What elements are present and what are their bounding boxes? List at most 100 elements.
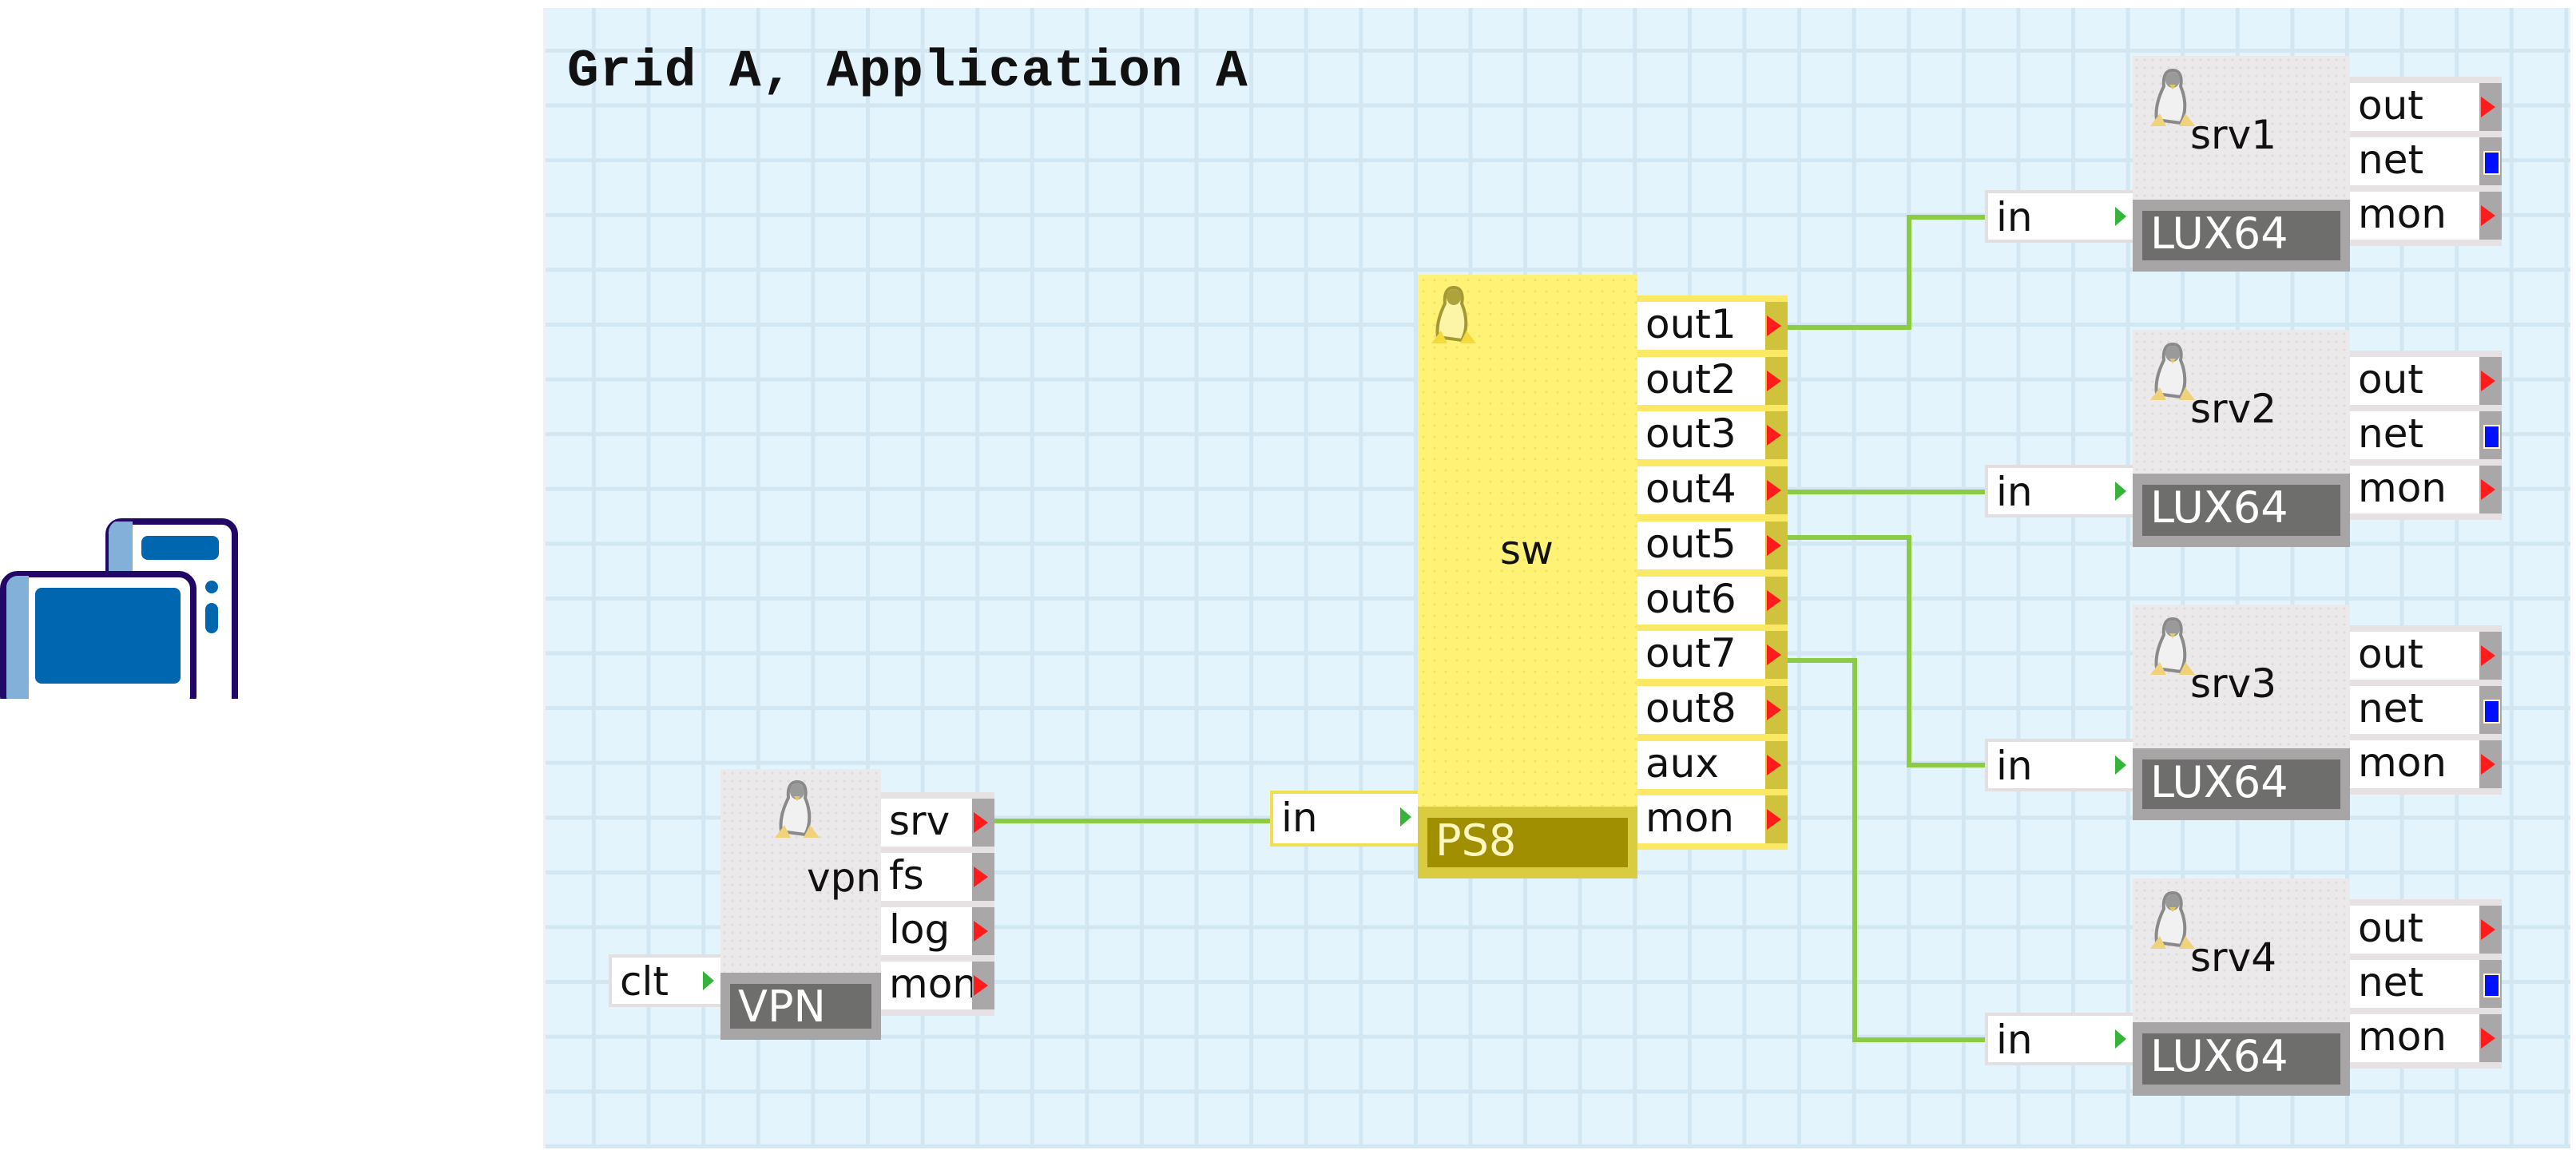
port-pin[interactable] [1765,411,1788,460]
input-arrow-icon [703,971,714,990]
port-pin[interactable] [972,907,994,955]
port-label: mon [2358,191,2447,237]
srv2-port-out[interactable]: out [2350,356,2502,405]
port-pin[interactable] [2479,411,2502,459]
network-port-icon [2483,700,2500,724]
port-label: fs [889,852,924,898]
srv4-port-in[interactable]: in [1985,1013,2133,1065]
sw-port-out7[interactable]: out7 [1637,630,1788,680]
sw-port-out2[interactable]: out2 [1637,355,1788,405]
sw-port-out1[interactable]: out1 [1637,301,1788,350]
desktop-computer-icon [0,518,238,699]
sw-port-out4[interactable]: out4 [1637,466,1788,515]
output-arrow-icon [1767,754,1781,775]
port-label: net [2358,410,2424,457]
port-label: out2 [1645,355,1737,403]
port-pin[interactable] [1765,356,1788,405]
canvas-title: Grid A, Application A [567,42,1248,101]
sw-port-aux[interactable]: aux [1637,740,1788,789]
sw-port-out3[interactable]: out3 [1637,410,1788,460]
srv2-port-net[interactable]: net [2350,410,2502,459]
srv3-port-mon[interactable]: mon [2350,740,2502,788]
srv4-port-mon[interactable]: mon [2350,1013,2502,1062]
port-pin[interactable] [2479,906,2502,954]
port-pin[interactable] [2479,740,2502,788]
network-port-icon [2483,151,2500,175]
output-arrow-icon [2481,919,2495,940]
vpn-port-srv[interactable]: srv [881,798,994,847]
port-pin[interactable] [2479,192,2502,240]
port-label: clt [620,958,669,1005]
port-pin[interactable] [1765,685,1788,734]
srv2-port-mon[interactable]: mon [2350,465,2502,514]
port-pin[interactable] [1765,795,1788,844]
port-pin[interactable] [2479,466,2502,514]
port-pin[interactable] [2479,137,2502,185]
output-arrow-icon [1767,534,1781,556]
sw-port-out6[interactable]: out6 [1637,576,1788,625]
port-pin[interactable] [1765,740,1788,789]
port-pin[interactable] [2479,1014,2502,1062]
srv4-port-net[interactable]: net [2350,959,2502,1008]
output-arrow-icon [2481,1028,2495,1049]
port-label: log [889,906,951,953]
srv1-port-net[interactable]: net [2350,137,2502,185]
port-pin[interactable] [1765,631,1788,680]
sw-body[interactable] [1418,275,1637,878]
srv4-name-label: srv4 [2190,934,2277,981]
port-pin[interactable] [1765,466,1788,515]
srv3-type-label: LUX64 [2142,759,2340,809]
srv2-name-label: srv2 [2190,386,2277,432]
port-label: mon [889,961,978,1007]
vpn-port-fs[interactable]: fs [881,852,994,901]
port-label: out [2358,631,2423,677]
output-arrow-icon [1767,644,1781,666]
srv4-output-ports: out net mon [2350,899,2502,1069]
port-pin[interactable] [2479,960,2502,1008]
srv1-port-out[interactable]: out [2350,82,2502,131]
tux-linux-icon [773,779,821,862]
vpn-port-mon[interactable]: mon [881,961,994,1009]
port-pin[interactable] [972,853,994,901]
port-pin[interactable] [1765,302,1788,350]
input-arrow-icon [2115,482,2126,501]
port-label: out5 [1645,520,1737,567]
output-arrow-icon [1767,315,1781,336]
srv1-output-ports: out net mon [2350,77,2502,246]
port-pin[interactable] [972,962,994,1009]
vpn-port-clt[interactable]: clt [609,954,720,1007]
port-label: out [2358,356,2423,403]
output-arrow-icon [1767,589,1781,611]
port-pin[interactable] [2479,686,2502,734]
vpn-name-label: vpn [807,855,882,901]
port-pin[interactable] [1765,576,1788,625]
sw-port-out5[interactable]: out5 [1637,521,1788,569]
port-pin[interactable] [2479,632,2502,680]
srv3-port-in[interactable]: in [1985,739,2133,791]
sw-port-mon[interactable]: mon [1637,795,1788,844]
srv3-port-net[interactable]: net [2350,685,2502,734]
port-label: out4 [1645,466,1737,513]
sw-port-in[interactable]: in [1270,791,1418,847]
output-arrow-icon [2481,754,2495,775]
port-label: out6 [1645,575,1737,622]
port-label: net [2358,137,2424,183]
srv3-name-label: srv3 [2190,660,2277,707]
srv3-port-out[interactable]: out [2350,631,2502,680]
vpn-type-label: VPN [730,984,871,1030]
port-pin[interactable] [2479,357,2502,405]
srv4-port-out[interactable]: out [2350,905,2502,954]
srv1-port-mon[interactable]: mon [2350,191,2502,240]
port-pin[interactable] [2479,83,2502,131]
port-label: in [1996,1017,2033,1063]
tux-linux-icon [2149,341,2197,424]
port-label: in [1996,469,2033,515]
srv2-port-in[interactable]: in [1985,465,2133,518]
port-pin[interactable] [1765,521,1788,569]
vpn-port-log[interactable]: log [881,906,994,955]
port-label: net [2358,685,2424,732]
srv1-port-in[interactable]: in [1985,190,2133,243]
sw-port-out8[interactable]: out8 [1637,685,1788,734]
output-arrow-icon [2481,371,2495,391]
port-pin[interactable] [972,799,994,847]
